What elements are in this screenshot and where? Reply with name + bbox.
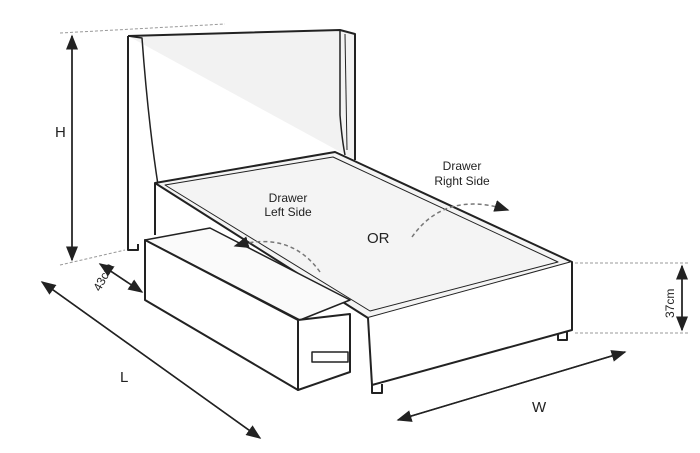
or-label: OR (367, 230, 390, 247)
height-label: H (55, 124, 66, 141)
drawer-right-label: Right Side (434, 174, 490, 188)
height-guide (59, 249, 126, 266)
headboard-seam (344, 33, 348, 151)
height-guide (59, 23, 226, 34)
right-side-arrow (411, 200, 510, 238)
foot (127, 242, 139, 251)
base-front-face (367, 262, 573, 386)
headboard (127, 29, 356, 160)
drawer-left-label: Drawer (269, 191, 308, 205)
width-arrow (397, 350, 627, 421)
left-side-arrow (233, 236, 321, 273)
drawer-left-label: Left Side (264, 205, 312, 219)
bed-outline (127, 29, 573, 394)
foot (557, 332, 568, 341)
headboard-right-wing (339, 30, 346, 156)
length-label: L (120, 369, 128, 386)
width-label: W (532, 399, 547, 416)
dimension-lines (40, 23, 690, 439)
foot (371, 384, 383, 394)
drawer-depth-label: 43cm (90, 261, 116, 293)
length-arrow (41, 281, 262, 439)
platform-inner-edge (164, 156, 559, 312)
drawer-depth-arrow (99, 263, 144, 293)
drawer-handle (311, 351, 349, 363)
headboard-left-wing (127, 35, 159, 186)
base-height-label: 37cm (663, 289, 677, 318)
drawer-right-label: Drawer (443, 159, 482, 173)
